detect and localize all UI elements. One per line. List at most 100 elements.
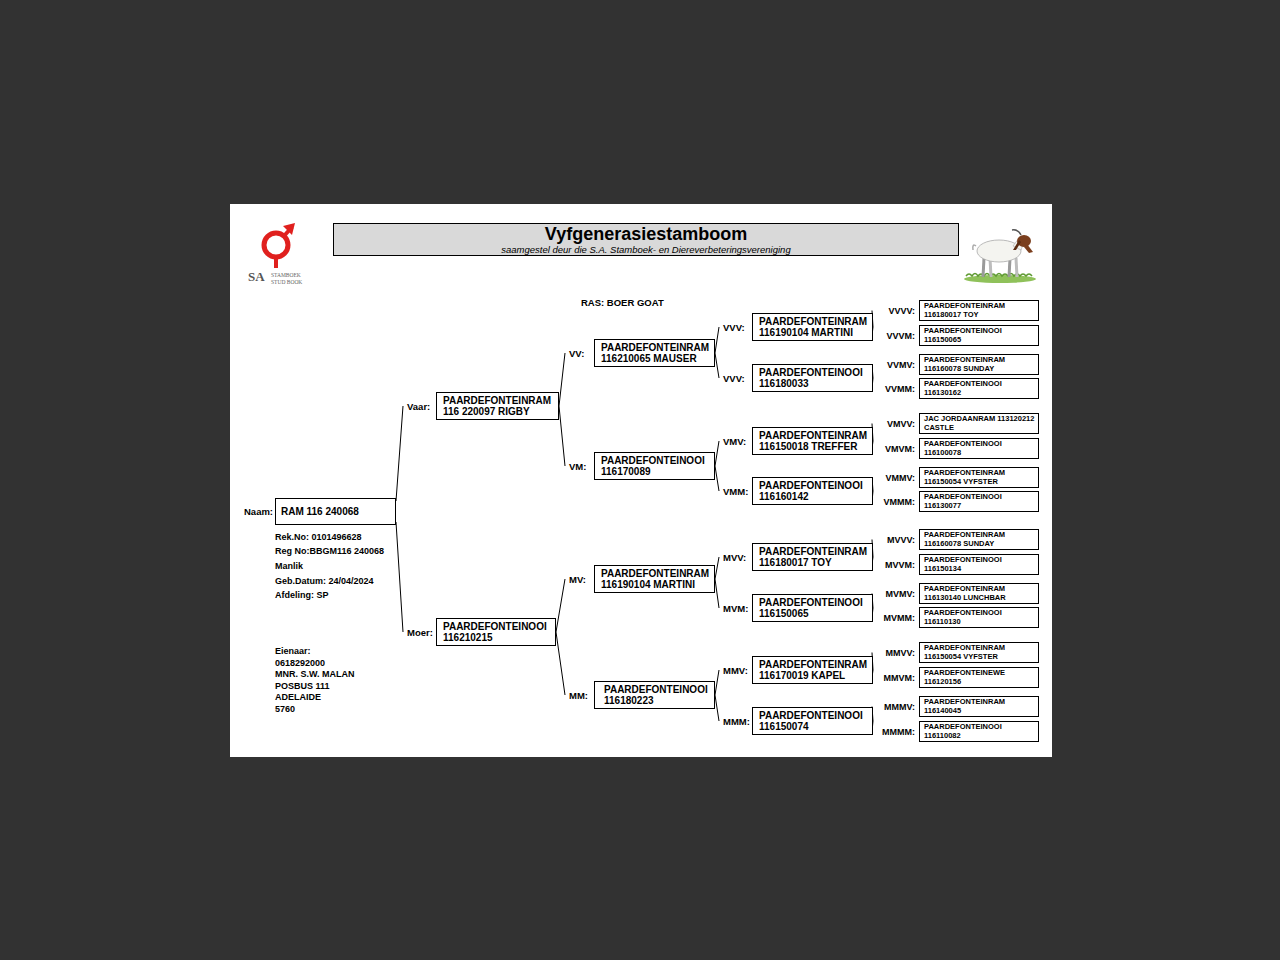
position-label: MMMM: (872, 727, 919, 737)
pedigree-node: Naam: RAM 116 240068 (240, 498, 396, 525)
position-label: VVMM: (872, 384, 919, 394)
info-text: RAS: BOER GOAT (581, 298, 664, 309)
animal-box: PAARDEFONTEINOOI 116210215 (436, 618, 556, 646)
position-label: MMVM: (872, 673, 919, 683)
pedigree-node: VVMV:PAARDEFONTEINRAM 116160078 SUNDAY (872, 354, 1039, 375)
animal-box: PAARDEFONTEINOOI 116150065 (919, 325, 1039, 346)
pedigree-node: VMMV:PAARDEFONTEINRAM 116150054 VYFSTER (872, 467, 1039, 488)
info-text: MNR. S.W. MALAN (275, 669, 355, 679)
pedigree-line (559, 406, 565, 466)
position-label: MVVV: (872, 535, 919, 545)
animal-box: RAM 116 240068 (275, 498, 396, 525)
animal-box: PAARDEFONTEINRAM 116150054 VYFSTER (919, 642, 1039, 663)
position-label: MVMV: (872, 589, 919, 599)
animal-box: PAARDEFONTEINEWE 116120156 (919, 667, 1039, 688)
animal-name: PAARDEFONTEINOOI 116150134 (924, 556, 1035, 573)
animal-name: PAARDEFONTEINOOI 116100078 (924, 440, 1035, 457)
position-label: Moer: (403, 627, 436, 638)
animal-name: PAARDEFONTEINRAM 116150054 VYFSTER (924, 644, 1035, 661)
position-label: VVVM: (872, 331, 919, 341)
animal-box: PAARDEFONTEINRAM 116150054 VYFSTER (919, 467, 1039, 488)
goat-neck (1013, 238, 1025, 250)
animal-name: PAARDEFONTEINOOI 116130077 (924, 493, 1035, 510)
animal-box: PAARDEFONTEINRAM 116160078 SUNDAY (919, 529, 1039, 550)
animal-box: PAARDEFONTEINRAM 116130140 LUNCHBAR (919, 583, 1039, 604)
info-text: Manlik (275, 561, 303, 571)
goat-ear (1013, 240, 1021, 250)
pedigree-node: VVV:PAARDEFONTEINOOI 116180033 (719, 364, 873, 392)
logo-symbol (264, 223, 295, 268)
pedigree-node: MM:PAARDEFONTEINOOI 116180223 (565, 681, 715, 709)
pedigree-line (715, 441, 719, 466)
animal-name: PAARDEFONTEINOOI 116130162 (924, 380, 1035, 397)
pedigree-node: VV:PAARDEFONTEINRAM 116210065 MAUSER (565, 339, 715, 367)
animal-box: PAARDEFONTEINRAM 116150018 TREFFER (752, 427, 873, 455)
animal-box: PAARDEFONTEINRAM 116140045 (919, 696, 1039, 717)
animal-box: PAARDEFONTEINRAM 116170019 KAPEL (752, 656, 873, 684)
animal-box: PAARDEFONTEINOOI 116110082 (919, 721, 1039, 742)
animal-name: PAARDEFONTEINRAM 116170019 KAPEL (759, 659, 867, 681)
logo-text: SA (248, 270, 265, 285)
animal-box: PAARDEFONTEINOOI 116180033 (752, 364, 873, 392)
pedigree-node: VM:PAARDEFONTEINOOI 116170089 (565, 452, 715, 480)
pedigree-line (715, 353, 719, 378)
position-label: Vaar: (403, 401, 436, 412)
position-label: VVV: (719, 373, 752, 384)
grass-blades (966, 274, 1032, 277)
pedigree-node: MV:PAARDEFONTEINRAM 116190104 MARTINI (565, 565, 715, 593)
pedigree-node: MMVV: PAARDEFONTEINRAM 116150054 VYFSTER (872, 642, 1039, 663)
position-label: Naam: (240, 506, 275, 517)
pedigree-line (556, 579, 565, 632)
pedigree-line (559, 353, 565, 406)
info-text: 5760 (275, 704, 295, 714)
position-label: MVM: (719, 603, 752, 614)
info-text: ADELAIDE (275, 692, 321, 702)
animal-box: PAARDEFONTEINOOI 116130077 (919, 491, 1039, 512)
animal-name: PAARDEFONTEINRAM 116180017 TOY (924, 302, 1035, 319)
caption: saamgestel deur die S.A. Stamboek- en Di… (334, 244, 958, 255)
animal-box: PAARDEFONTEINOOI 116180223 (594, 681, 715, 709)
logo-text: STUD BOOK (271, 279, 302, 285)
pedigree-node: VMV:PAARDEFONTEINRAM 116150018 TREFFER (719, 427, 873, 455)
position-label: MVMM: (872, 613, 919, 623)
animal-name: PAARDEFONTEINRAM 116150054 VYFSTER (924, 469, 1035, 486)
animal-name: PAARDEFONTEINRAM 116 220097 RIGBY (443, 395, 553, 417)
position-label: VMM: (719, 486, 752, 497)
pedigree-line (396, 522, 403, 632)
goat-tail (973, 245, 976, 250)
goat-leg (983, 258, 984, 277)
goat-illustration (964, 230, 1036, 283)
goat-horn (1012, 230, 1021, 235)
animal-name: RAM 116 240068 (281, 506, 390, 517)
animal-box: PAARDEFONTEINRAM 116190104 MARTINI (594, 565, 715, 593)
info-text: Reg No:BBGM116 240068 (275, 546, 384, 556)
animal-box: PAARDEFONTEINRAM 116180017 TOY (752, 543, 873, 571)
pedigree-node: MVMM:PAARDEFONTEINOOI 116110130 (872, 607, 1039, 628)
logo-arrowhead (283, 223, 295, 235)
animal-name: PAARDEFONTEINOOI 116110082 (924, 723, 1035, 740)
animal-box: PAARDEFONTEINRAM 116180017 TOY (919, 300, 1039, 321)
pedigree-node: MMVM:PAARDEFONTEINEWE 116120156 (872, 667, 1039, 688)
animal-name: PAARDEFONTEINOOI 116210215 (443, 621, 550, 643)
animal-box: PAARDEFONTEINOOI 116170089 (594, 452, 715, 480)
position-label: VMVV: (872, 419, 919, 429)
position-label: MMVV: (872, 648, 919, 658)
pedigree-node: VMVM:PAARDEFONTEINOOI 116100078 (872, 438, 1039, 459)
info-text: POSBUS 111 (275, 681, 330, 691)
position-label: MMM: (719, 716, 752, 727)
position-label: MMV: (719, 665, 752, 676)
pedigree-line (556, 632, 565, 695)
animal-name: PAARDEFONTEINRAM 116180017 TOY (759, 546, 867, 568)
position-label: VVVV: (872, 306, 919, 316)
pedigree-line (715, 579, 719, 608)
animal-name: PAARDEFONTEINRAM 116140045 (924, 698, 1035, 715)
position-label: VM: (565, 461, 594, 472)
goat-leg (1016, 258, 1017, 277)
pedigree-node: MMMV:PAARDEFONTEINRAM 116140045 (872, 696, 1039, 717)
title-band: Vyfgenerasiestamboomsaamgestel deur die … (333, 223, 959, 256)
info-text: 0618292000 (275, 658, 325, 668)
animal-name: PAARDEFONTEINRAM 116130140 LUNCHBAR (924, 585, 1035, 602)
title: Vyfgenerasiestamboom (334, 225, 958, 244)
